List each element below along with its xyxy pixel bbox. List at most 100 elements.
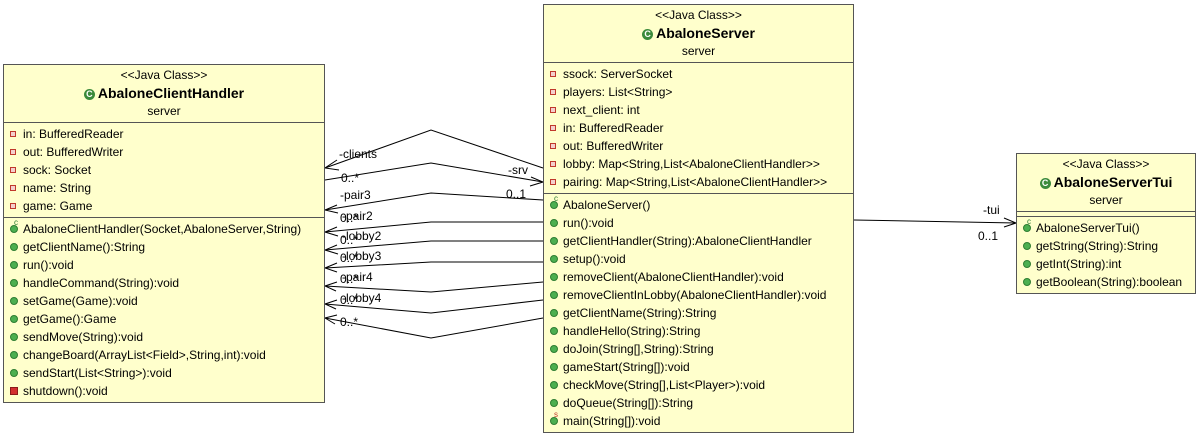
method-row: getClientHandler(String):AbaloneClientHa…	[544, 232, 853, 250]
assoc-srv-role: -srv	[508, 163, 528, 177]
assoc-lobby4-arrowhead	[323, 299, 338, 310]
public-method-icon	[550, 291, 558, 299]
field-row: pairing: Map<String,List<AbaloneClientHa…	[544, 173, 853, 191]
method-row: getClientName(String):String	[544, 304, 853, 322]
field-row: in: BufferedReader	[544, 119, 853, 137]
class-package: server	[1089, 193, 1123, 207]
assoc-clients-arrowhead	[323, 159, 340, 171]
assoc-clients-role: -clients	[339, 147, 378, 161]
method-row: getInt(String):int	[1017, 255, 1195, 273]
assoc-srv-mult: 0..1	[506, 187, 527, 201]
public-method-icon	[550, 237, 558, 245]
private-field-icon	[550, 71, 556, 77]
assoc-pair4-arrowhead	[323, 281, 338, 292]
public-method-icon	[550, 255, 558, 263]
class-icon: C	[83, 89, 95, 100]
public-method-icon	[10, 351, 18, 359]
public-method-icon	[10, 315, 18, 323]
assoc-lobby2-line	[324, 240, 543, 251]
method-row: getBoolean(String):boolean	[1017, 273, 1195, 291]
methods-compartment: AbaloneClientHandler(Socket,AbaloneServe…	[4, 218, 324, 402]
method-row: doJoin(String[],String):String	[544, 340, 853, 358]
public-method-icon	[1023, 260, 1031, 268]
method-row: main(String[]):void	[544, 411, 853, 430]
assoc-lobby4-role: -lobby4	[342, 291, 382, 305]
class-package: server	[681, 44, 716, 58]
private-field-icon	[550, 125, 556, 131]
methods-compartment: AbaloneServer() run():void getClientHand…	[544, 194, 853, 432]
public-method-icon	[550, 399, 558, 407]
method-row: removeClientInLobby(AbaloneClientHandler…	[544, 286, 853, 304]
method-row: handleCommand(String):void	[4, 274, 324, 292]
method-row: removeClient(AbaloneClientHandler):void	[544, 268, 853, 286]
assoc-lobby3-role: -lobby3	[342, 249, 382, 263]
methods-compartment: AbaloneServerTui() getString(String):Str…	[1017, 217, 1195, 293]
method-row: AbaloneServer()	[544, 195, 853, 214]
field-row: out: BufferedWriter	[4, 143, 324, 161]
assoc-srv-arrowhead	[529, 176, 545, 187]
public-method-icon	[10, 333, 18, 341]
private-field-icon	[550, 89, 556, 95]
method-row: handleHello(String):String	[544, 322, 853, 340]
public-method-icon	[10, 369, 18, 377]
field-row: lobby: Map<String,List<AbaloneClientHand…	[544, 155, 853, 173]
public-method-icon	[10, 243, 18, 251]
field-row: players: List<String>	[544, 83, 853, 101]
class-icon: C	[642, 29, 654, 40]
assoc-tui-mult: 0..1	[978, 229, 999, 243]
private-method-icon	[10, 387, 18, 395]
class-stereotype: <<Java Class>>	[655, 8, 742, 22]
public-method-icon	[1023, 242, 1031, 250]
public-method-icon	[550, 219, 558, 227]
public-method-icon	[550, 309, 558, 317]
field-row: in: BufferedReader	[4, 125, 324, 143]
assoc-pair2-mult: 0..*	[340, 233, 359, 247]
public-method-icon	[10, 297, 18, 305]
assoc-srv-line	[324, 162, 544, 183]
method-row: setGame(Game):void	[4, 292, 324, 310]
method-row: setup():void	[544, 250, 853, 268]
public-method-icon	[550, 363, 558, 371]
field-row: next_client: int	[544, 101, 853, 119]
assoc-lobby2-arrowhead	[323, 244, 339, 255]
method-row: run():void	[544, 214, 853, 232]
field-row: sock: Socket	[4, 161, 324, 179]
assoc-pair3-arrowhead	[323, 204, 339, 214]
assoc-tui-role: -tui	[983, 203, 1000, 217]
method-row: gameStart(String[]):void	[544, 358, 853, 376]
static-method-icon	[550, 411, 558, 425]
constructor-icon	[1023, 218, 1031, 232]
private-field-icon	[550, 161, 556, 167]
method-row: checkMove(String[],List<Player>):void	[544, 376, 853, 394]
class-stereotype: <<Java Class>>	[1062, 157, 1150, 171]
assoc-lobby3-mult: 0..*	[340, 272, 359, 286]
field-row: out: BufferedWriter	[544, 137, 853, 155]
assoc-lobby3-line	[324, 261, 543, 269]
constructor-icon	[550, 195, 558, 209]
private-field-icon	[10, 203, 16, 209]
assoc-pair4-mult: 0..*	[340, 293, 359, 307]
assoc-pair2-line	[324, 221, 543, 233]
field-row: ssock: ServerSocket	[544, 65, 853, 83]
assoc-lobby-arrowhead	[323, 314, 338, 325]
assoc-clients-mult: 0..*	[341, 171, 360, 185]
public-method-icon	[1023, 278, 1031, 286]
assoc-lobby2-mult: 0..*	[340, 251, 359, 265]
assoc-pair2-arrowhead	[323, 226, 339, 237]
field-row: name: String	[4, 179, 324, 197]
assoc-lobby-line	[324, 317, 544, 339]
method-row: AbaloneServerTui()	[1017, 218, 1195, 237]
method-row: shutdown():void	[4, 382, 324, 400]
method-row: AbaloneClientHandler(Socket,AbaloneServe…	[4, 219, 324, 238]
fields-compartment	[1017, 212, 1195, 217]
assoc-pair4-line	[324, 281, 544, 293]
method-row: run():void	[4, 256, 324, 274]
private-field-icon	[550, 179, 556, 185]
assoc-pair3-role: -pair3	[340, 188, 371, 202]
